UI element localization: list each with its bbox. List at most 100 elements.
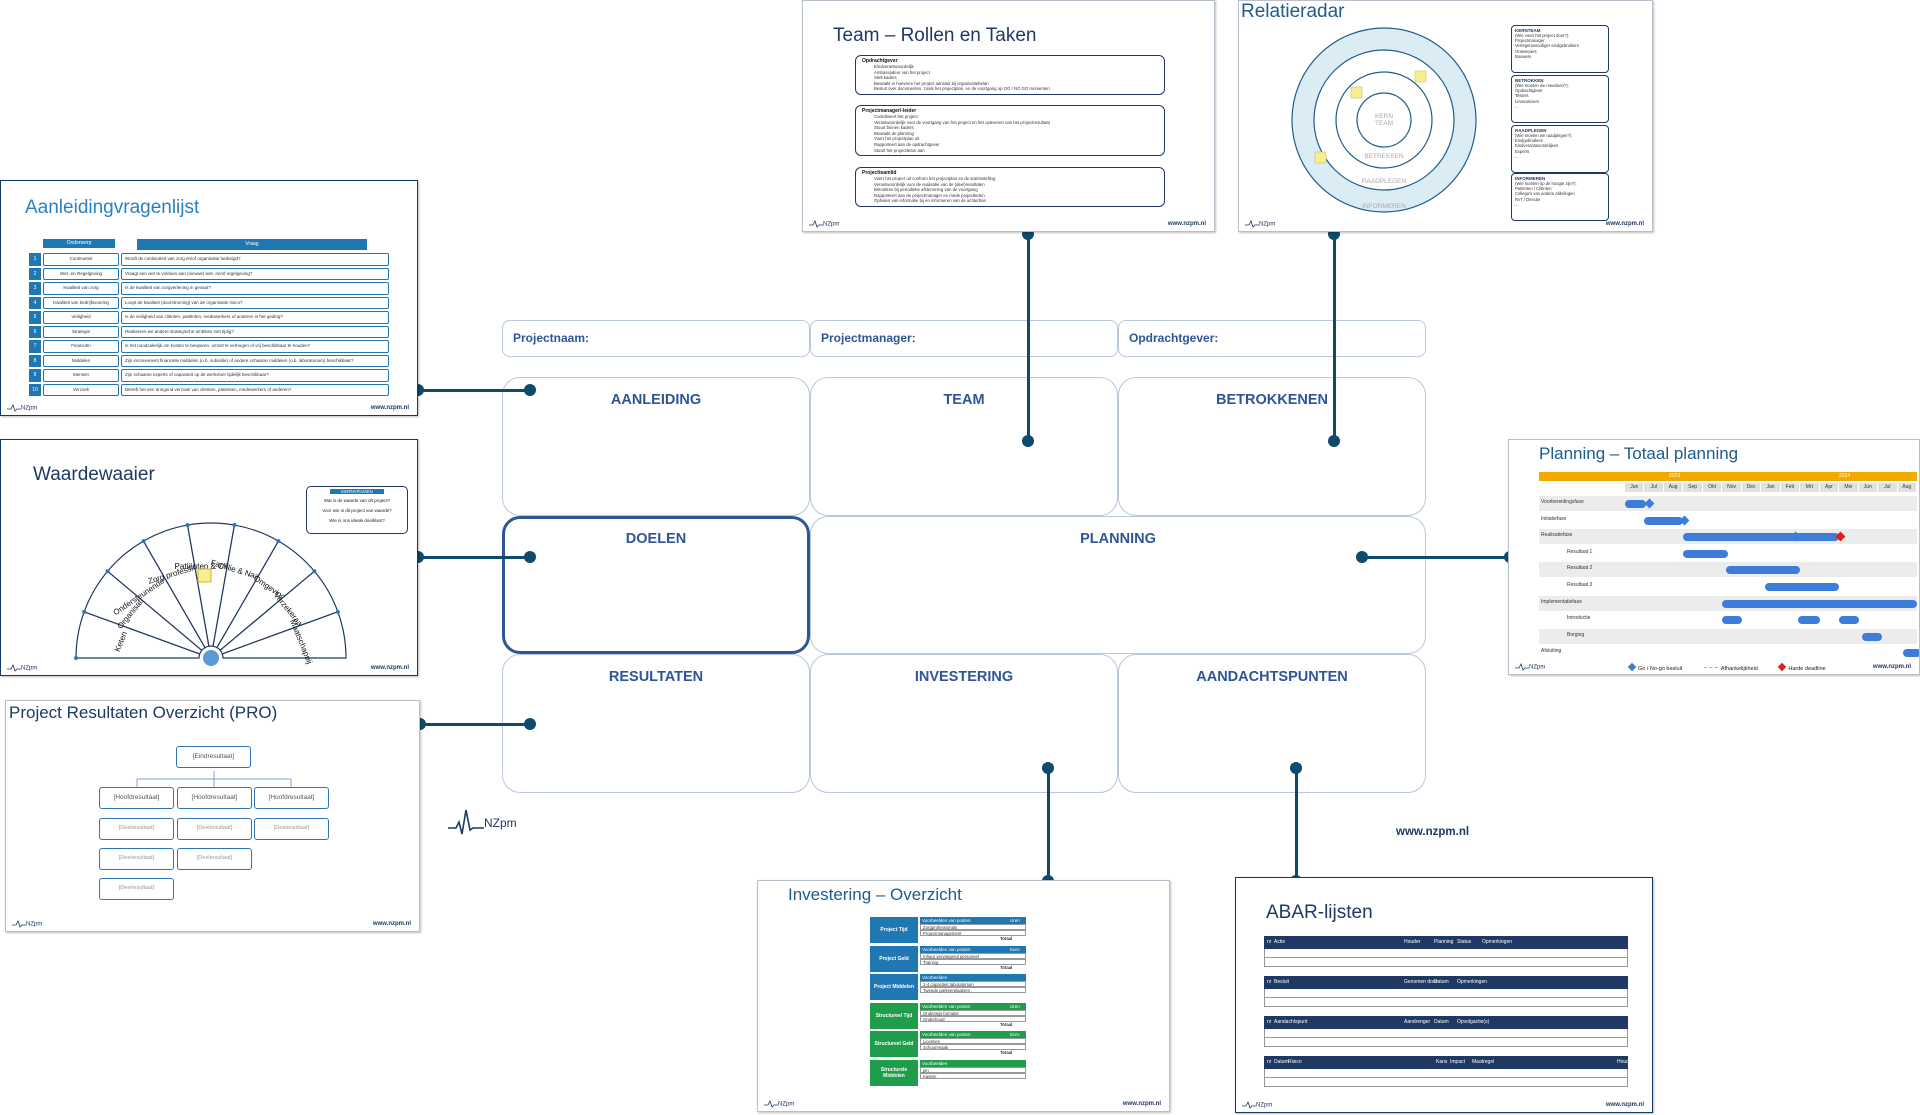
gantt-bar — [1644, 516, 1684, 525]
gantt-row: Resultaat 2 — [1539, 562, 1917, 578]
footer-url: www.nzpm.nl — [372, 921, 411, 927]
row-topic: Strategie — [43, 325, 119, 338]
slide-title: Relatieradar — [1241, 1, 1345, 22]
abar-row[interactable] — [1264, 949, 1628, 958]
month-label: Mrt — [1800, 483, 1819, 492]
role-task: Stuurt het projectteam aan — [874, 147, 925, 153]
footer-url: www.nzpm.nl — [1605, 1102, 1644, 1108]
investment-line: Projectmanagement — [920, 930, 1026, 936]
cell-aanleiding[interactable]: AANLEIDING — [502, 377, 810, 516]
radar-box-sub: (Wie moeten op de hoogte zijn?): — [1515, 181, 1577, 186]
col-header-vraag: Vraag — [137, 239, 367, 250]
pro-eindresultaat: [Eindresultaat] — [176, 746, 251, 768]
heartbeat-icon — [1242, 1100, 1256, 1109]
abar-column-label: Opmerkingen — [1482, 939, 1513, 945]
cell-team[interactable]: TEAM — [810, 377, 1118, 516]
cell-betrokkenen[interactable]: BETROKKENEN — [1118, 377, 1426, 516]
header-opdrachtgever[interactable]: Opdrachtgever: — [1118, 320, 1426, 357]
investment-line: Zorgprofessionals — [920, 924, 1026, 930]
cell-label: INVESTERING — [914, 669, 1014, 685]
investment-line: pin — [920, 1066, 1026, 1073]
role-task: Voert het project uit conform het projec… — [874, 176, 996, 181]
investment-line: Inhuur vervangend personeel — [920, 952, 1026, 959]
heartbeat-icon — [7, 403, 21, 412]
cell-planning[interactable]: PLANNING — [810, 516, 1426, 654]
pro-hoofdresultaat: [Hoofdresultaat] — [99, 787, 174, 809]
gantt-row: Introductie — [1539, 612, 1917, 628]
investment-line: Kasten — [920, 1072, 1026, 1079]
gantt-bar — [1625, 500, 1647, 508]
canvas-url[interactable]: www.nzpm.nl — [1396, 826, 1470, 838]
row-topic: Mensen — [43, 369, 119, 382]
pro-deelresultaat: [Deelresultaat] — [177, 848, 252, 870]
connector-planning — [1362, 556, 1510, 559]
ring-label: RAADPLEGEN — [1361, 178, 1407, 185]
fan-dot — [232, 523, 237, 528]
header-label: Projectnaam: — [513, 331, 590, 345]
gantt-bar — [1683, 533, 1840, 542]
cell-resultaten[interactable]: RESULTATEN — [502, 654, 810, 793]
row-topic: Kwaliteit van zorg — [43, 282, 119, 295]
role-task: Verantwoordelijk voor de voortgang van h… — [874, 119, 1050, 125]
row-number: 4 — [29, 296, 41, 309]
gantt-year-row: 2023 2024 — [1539, 472, 1917, 481]
connector-dot — [524, 718, 536, 730]
cell-doelen[interactable]: DOELEN — [502, 516, 810, 654]
pro-deelresultaat: [Deelresultaat] — [99, 848, 174, 870]
fan-dot — [312, 569, 317, 574]
radar-box-item: ... — [1515, 201, 1519, 207]
slide-planning[interactable]: Planning – Totaal planning 2023 2024 Jun… — [1508, 439, 1920, 675]
pro-deelresultaat: [Deelresultaat] — [99, 818, 174, 840]
month-label: Jun — [1858, 483, 1878, 492]
ring-label: INFORMEREN — [1362, 203, 1406, 210]
abar-row[interactable] — [1264, 998, 1628, 1007]
role-task: Eindverantwoordelijk — [874, 64, 914, 69]
abar-column-label: Datum — [1434, 979, 1449, 985]
radar-box-item: Experts — [1515, 148, 1530, 154]
footer-url: www.nzpm.nl — [1872, 664, 1911, 670]
abar-column-label: Houder — [1617, 1059, 1634, 1065]
header-projectmanager[interactable]: Projectmanager: — [810, 320, 1118, 357]
connector-abar — [1295, 767, 1298, 881]
slide-pro[interactable]: Project Resultaten Overzicht (PRO) [Eind… — [5, 700, 420, 932]
row-question: Betreft het een dringend verzoek van cli… — [121, 383, 389, 396]
gantt-row: Voorbereidingsfase — [1539, 496, 1917, 511]
month-label: Jun — [1625, 483, 1644, 492]
abar-row[interactable] — [1264, 958, 1628, 967]
connector-dot — [1042, 762, 1054, 774]
abar-column-label: nr — [1267, 939, 1272, 945]
cell-investering[interactable]: INVESTERING — [810, 654, 1118, 793]
radar-box-heading: BETROKKEN — [1515, 78, 1544, 83]
radar-box-item: Eindverantwoordelijken — [1515, 143, 1559, 149]
abar-row[interactable] — [1264, 1038, 1628, 1047]
logo-text: NZpm — [484, 816, 517, 830]
nzpm-logo: NZpm — [448, 808, 528, 838]
abar-row[interactable] — [1264, 989, 1628, 998]
investment-line: Onderhoud — [920, 1015, 1026, 1022]
cell-aandachtspunten[interactable]: AANDACHTSPUNTEN — [1118, 654, 1426, 793]
cell-label: AANDACHTSPUNTEN — [1196, 669, 1348, 685]
abar-row[interactable] — [1264, 1029, 1628, 1038]
year-label: 2023 — [1669, 473, 1681, 479]
row-number: 9 — [29, 369, 41, 382]
abar-row[interactable] — [1264, 1078, 1628, 1087]
investment-line: 1-4 capaciteit laboratorium — [920, 981, 1026, 987]
row-question: Wordt de continuïteit van zorg en/of org… — [121, 253, 389, 266]
abar-row[interactable] — [1264, 1069, 1628, 1078]
slide-relatieradar[interactable]: Relatieradar KERN TEAM BETREKKEN RAADPLE… — [1238, 0, 1653, 232]
header-projectnaam[interactable]: Projectnaam: — [502, 320, 810, 357]
